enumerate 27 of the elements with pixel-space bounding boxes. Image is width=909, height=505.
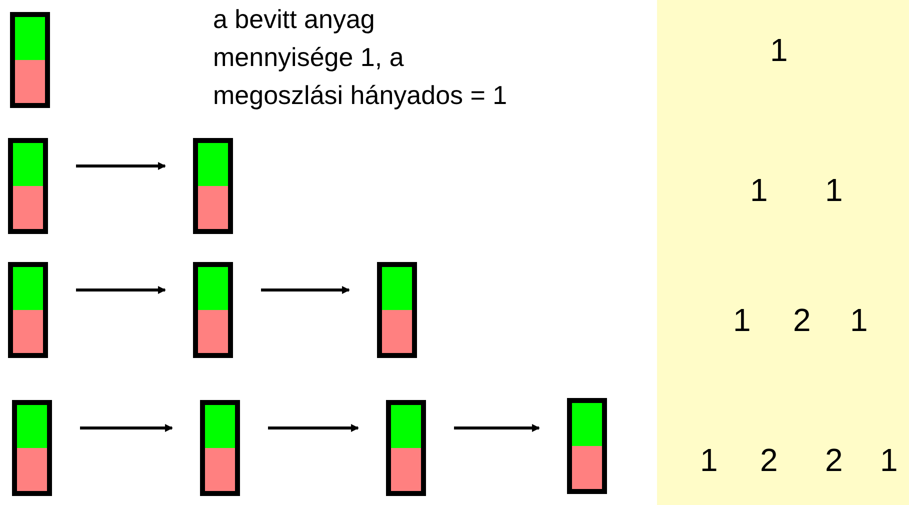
tube-box [12, 400, 52, 496]
number-label: 1 [770, 31, 788, 70]
tube-box [377, 262, 417, 358]
tube-box [193, 138, 233, 234]
number-label: 1 [700, 441, 718, 480]
tube-box [8, 262, 48, 358]
number-label: 1 [733, 301, 751, 340]
arrow [80, 424, 173, 432]
number-label: 2 [793, 301, 811, 340]
number-label: 1 [850, 301, 868, 340]
number-label: 1 [880, 441, 898, 480]
number-label: 1 [750, 171, 768, 210]
arrow [268, 424, 359, 432]
arrow [76, 162, 166, 170]
tube-box [386, 400, 426, 496]
note-text: a bevitt anyag mennyisége 1, a megoszlási hányados = 1 [213, 3, 508, 112]
tube-box [8, 138, 48, 234]
arrow [261, 286, 350, 294]
tube-box [10, 12, 50, 108]
tube-box [567, 398, 607, 494]
arrow [76, 286, 166, 294]
tube-box [193, 262, 233, 358]
number-label: 1 [825, 171, 843, 210]
arrow [454, 424, 540, 432]
number-label: 2 [760, 441, 778, 480]
number-label: 2 [825, 441, 843, 480]
tube-box [200, 400, 240, 496]
